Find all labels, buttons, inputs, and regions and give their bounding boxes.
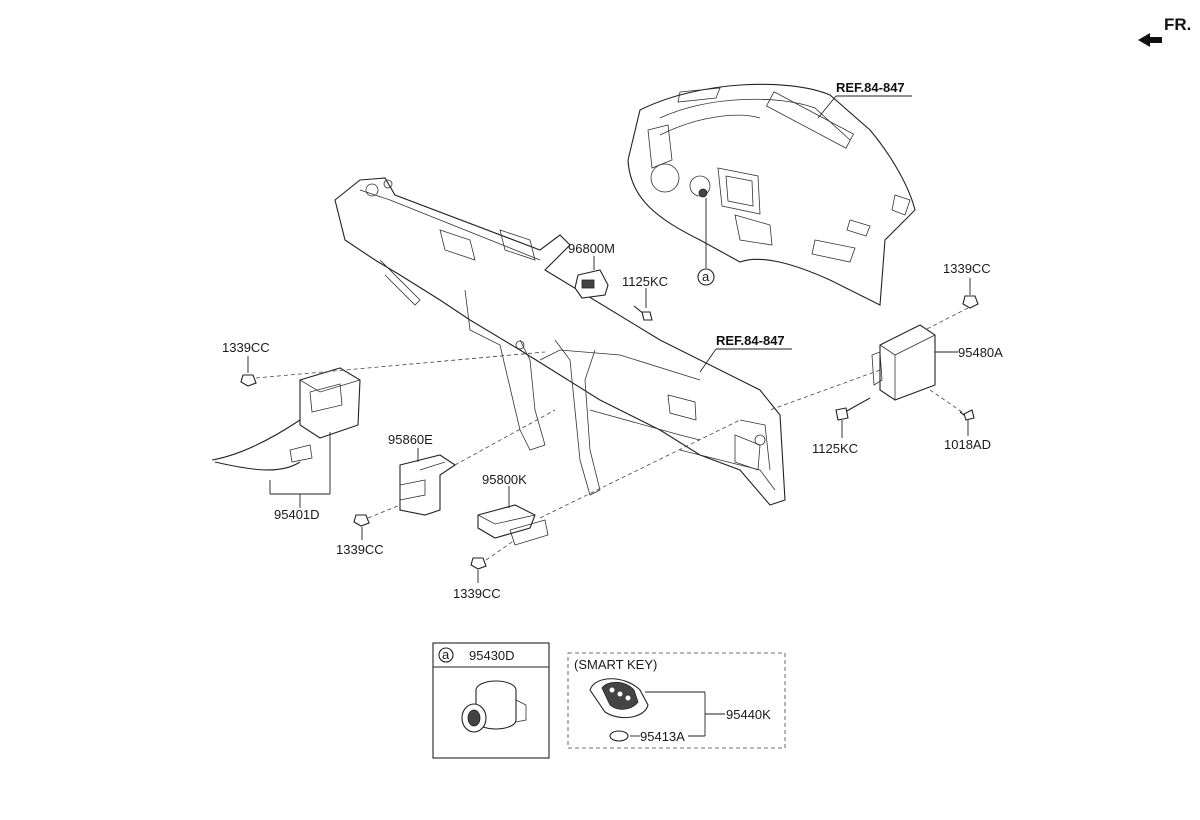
- module-95800k: [477, 504, 549, 546]
- dash-panel-drawing: [627, 83, 916, 306]
- switch-96800m: [574, 269, 609, 299]
- unit-95860e: [399, 454, 456, 516]
- cowl-crossbar-drawing: [334, 177, 786, 506]
- screw-1018ad: [959, 409, 975, 421]
- label-95480a: 95480A: [958, 345, 1003, 360]
- label-1018ad: 1018AD: [944, 437, 991, 452]
- inset-smart-key: (SMART KEY) 95440K 95413A: [567, 652, 786, 749]
- callout-a-label: a: [702, 269, 710, 284]
- inset-a-marker: [438, 647, 454, 663]
- smart-key-fob-icon: [589, 678, 649, 742]
- label-95413a: 95413A: [640, 729, 685, 744]
- label-95440k: 95440K: [726, 707, 771, 722]
- module-95401d: [211, 367, 361, 471]
- nut-1339cc-left: [240, 374, 257, 387]
- label-95430d: 95430D: [469, 648, 515, 663]
- label-1339cc-mid: 1339CC: [336, 542, 384, 557]
- bolt-1125kc-right: [835, 397, 871, 421]
- label-1125kc-right: 1125KC: [812, 441, 858, 456]
- front-arrow-icon: [1138, 33, 1162, 47]
- front-direction-indicator: FR.: [1138, 15, 1191, 47]
- label-96800m: 96800M: [568, 241, 615, 256]
- ignition-switch-icon: [461, 680, 527, 733]
- label-95800k: 95800K: [482, 472, 527, 487]
- smart-key-title: (SMART KEY): [574, 657, 657, 672]
- module-95480a: [871, 324, 936, 401]
- label-1339cc-right: 1339CC: [943, 261, 991, 276]
- label-95860e: 95860E: [388, 432, 433, 447]
- callout-a-marker: [697, 268, 715, 286]
- label-1339cc-bottom: 1339CC: [453, 586, 501, 601]
- label-95401d: 95401D: [274, 507, 320, 522]
- label-1339cc-left: 1339CC: [222, 340, 270, 355]
- inset-a-label: a: [442, 647, 450, 662]
- battery-icon: [609, 730, 629, 742]
- nut-1339cc-right: [962, 295, 979, 309]
- ref-dash-panel-label: REF.84-847: [836, 80, 905, 95]
- inset-ignition: a 95430D: [432, 642, 550, 759]
- label-1125kc-top: 1125KC: [622, 274, 668, 289]
- nut-1339cc-mid: [353, 514, 370, 527]
- nut-1339cc-bottom: [470, 557, 487, 570]
- ref-crossbar-label: REF.84-847: [716, 333, 785, 348]
- front-label: FR.: [1164, 15, 1191, 34]
- bolt-1125kc-top: [633, 305, 653, 321]
